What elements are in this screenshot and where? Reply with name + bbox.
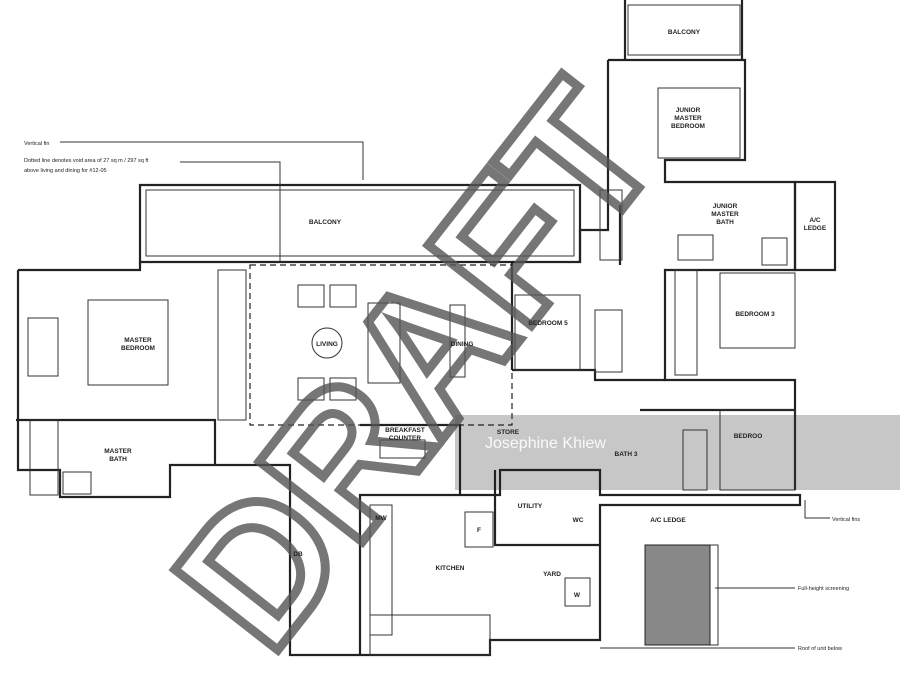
room-breakfast-counter: BREAKFAST [385, 427, 425, 434]
fridge-label: F [477, 527, 481, 534]
vertical-fin-note: Vertical fin [24, 141, 49, 147]
room-junior-master-bath: MASTER [711, 211, 739, 218]
roof-of-unit-below [644, 544, 711, 646]
void-note-line1: Dotted line denotes void area of 27 sq m… [24, 158, 149, 164]
room-yard: YARD [543, 571, 561, 578]
room-dining: DINING [451, 341, 474, 348]
room-master-bedroom: BEDROOM [121, 345, 155, 352]
balcony-top-rail [627, 4, 741, 56]
beds [27, 87, 796, 386]
room-living: LIVING [316, 341, 338, 348]
void-outline [249, 264, 513, 426]
room-bedroom-3: BEDROOM 3 [735, 311, 775, 318]
leader-lines [60, 141, 830, 649]
watermark-banner [455, 415, 900, 490]
room-ac-ledge-right: LEDGE [804, 225, 827, 232]
room-ac-ledge-bottom: A/C LEDGE [650, 517, 686, 524]
room-kitchen: KITCHEN [436, 565, 465, 572]
room-bath-3: BATH 3 [615, 451, 638, 458]
room-wc: WC [573, 517, 584, 524]
room-utility: UTILITY [518, 503, 543, 510]
roof-note: Roof of unit below [798, 646, 842, 652]
room-breakfast-counter: COUNTER [389, 435, 421, 442]
room-bedroom-5: BEDROOM 5 [528, 320, 568, 327]
room-master-bath: MASTER [104, 448, 132, 455]
void-note-line2: above living and dining for #12-05 [24, 168, 107, 174]
microwave-label: MW [375, 515, 387, 522]
author-watermark: Josephine Khiew [485, 435, 606, 452]
room-labels: BALCONY JUNIOR MASTER BEDROOM JUNIOR MAS… [104, 29, 827, 599]
room-junior-master-bedroom: MASTER [674, 115, 702, 122]
furniture [29, 234, 788, 656]
wardrobes [217, 189, 719, 646]
full-height-screening-note: Full-height screening [798, 586, 849, 592]
vertical-fins-note: Vertical fins [832, 517, 860, 523]
room-junior-master-bath: BATH [716, 219, 734, 226]
room-master-bedroom: MASTER [124, 337, 152, 344]
room-balcony-main: BALCONY [309, 219, 342, 226]
room-store: STORE [497, 429, 520, 436]
draft-watermark: DRAFT [135, 47, 698, 685]
db-label: DB [293, 551, 303, 558]
washer-label: W [574, 592, 581, 599]
room-ac-ledge-right: A/C [809, 217, 821, 224]
room-junior-master-bedroom: BEDROOM [671, 123, 705, 130]
room-master-bath: BATH [109, 456, 127, 463]
room-junior-master-bedroom: JUNIOR [676, 107, 701, 114]
room-junior-master-bath: JUNIOR [713, 203, 738, 210]
balcony-main-rail [145, 189, 575, 257]
room-balcony-top: BALCONY [668, 29, 701, 36]
room-bedroom-4: BEDROO [734, 433, 763, 440]
